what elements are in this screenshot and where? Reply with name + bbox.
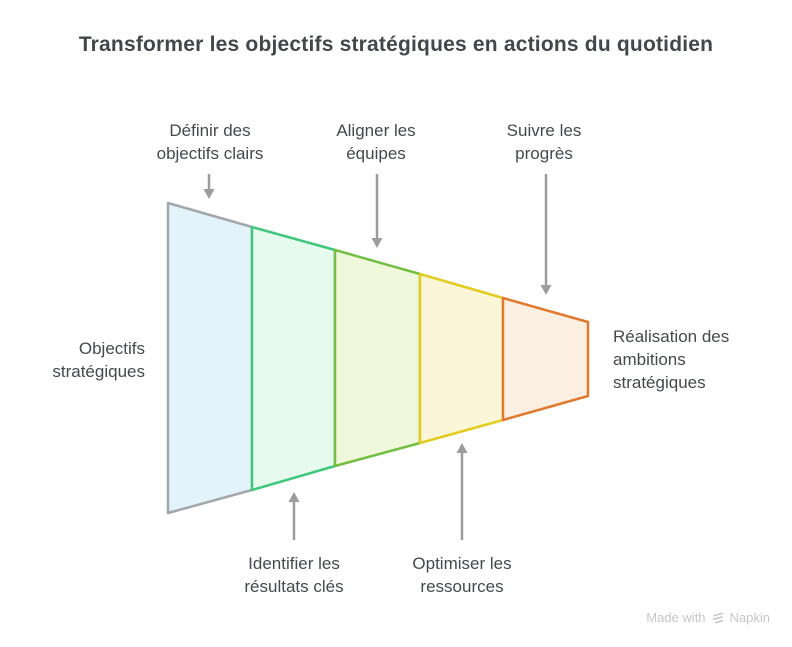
top-label-aligner-equipes: Aligner les équipes <box>336 121 416 163</box>
napkin-logo-icon <box>711 611 725 625</box>
page-title: Transformer les objectifs stratégiques e… <box>78 33 714 56</box>
arrow-up-1 <box>288 492 300 540</box>
top-label-suivre-progres: Suivre les progrès <box>506 121 582 163</box>
arrow-up-2 <box>456 443 468 540</box>
funnel-segment-1 <box>166 201 254 515</box>
arrow-down-3 <box>540 174 552 295</box>
made-with-text: Made with <box>646 610 706 625</box>
funnel-segment-2 <box>250 225 337 492</box>
bottom-label-identifier-resultats: Identifier les résultats clés <box>244 554 344 596</box>
funnel-output-label: Réalisation des ambitions stratégiques <box>613 327 730 392</box>
funnel-segment-4 <box>418 272 505 445</box>
funnel-segment-3 <box>333 248 422 468</box>
top-label-definir-objectifs: Définir des objectifs clairs <box>156 121 264 163</box>
funnel-segment-5 <box>501 296 590 422</box>
made-with-napkin-link[interactable]: Made with Napkin <box>646 610 770 625</box>
arrow-down-2 <box>371 174 383 248</box>
napkin-brand-text: Napkin <box>729 610 770 625</box>
funnel-input-label: Objectifs stratégiques <box>52 339 145 381</box>
bottom-label-optimiser-ressources: Optimiser les ressources <box>412 554 512 596</box>
arrow-down-1 <box>203 174 215 199</box>
